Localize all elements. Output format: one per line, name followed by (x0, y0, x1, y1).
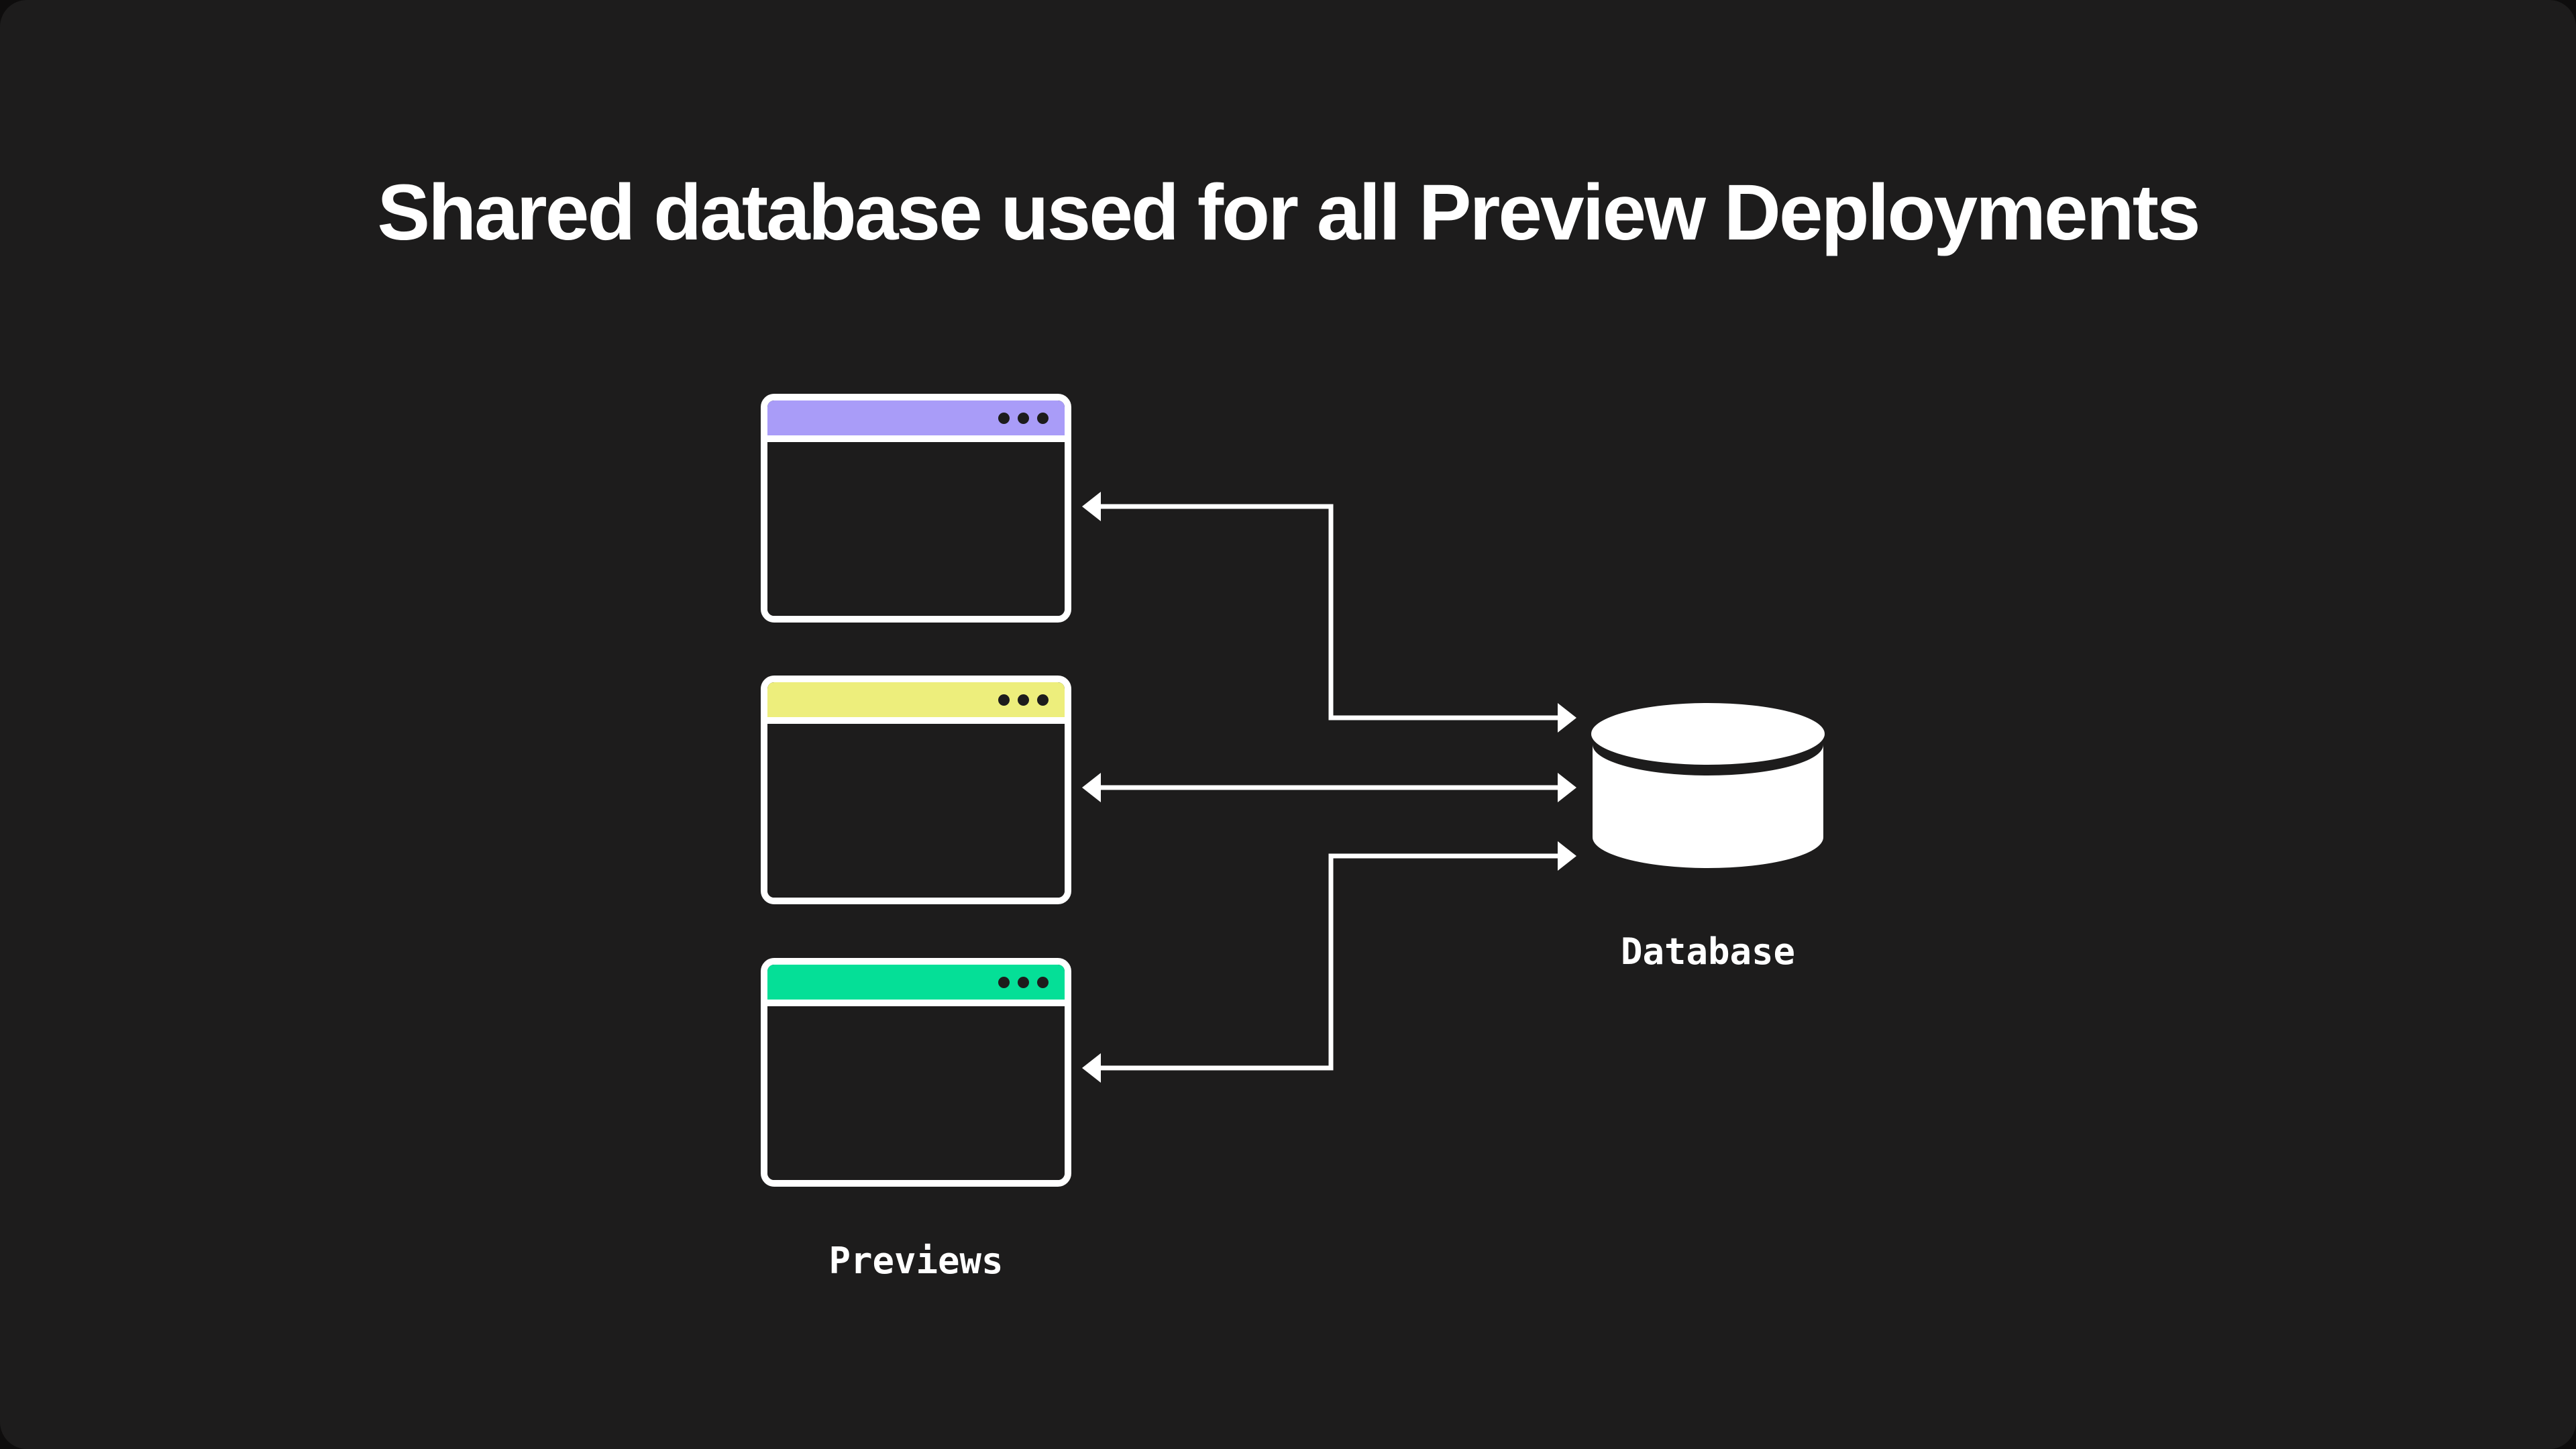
connector-line (1099, 853, 1560, 1071)
window-control-dot-icon (1037, 694, 1049, 706)
window-titlebar (767, 682, 1065, 724)
database-body (1593, 745, 1823, 868)
window-body (767, 442, 1065, 616)
arrowhead-right-icon (1558, 703, 1576, 733)
arrowhead-left-icon (1082, 1053, 1101, 1083)
window-control-dot-icon (1018, 412, 1029, 424)
connector-bottom (1082, 841, 1576, 1083)
database-top-ellipse (1591, 703, 1825, 765)
window-titlebar (767, 965, 1065, 1006)
arrowhead-left-icon (1082, 773, 1101, 802)
arrowhead-left-icon (1082, 492, 1101, 521)
arrowhead-right-icon (1558, 773, 1576, 802)
preview-window-3 (761, 958, 1071, 1187)
window-control-dot-icon (1037, 976, 1049, 988)
window-control-dot-icon (1018, 694, 1029, 706)
database-cylinder-icon (1591, 703, 1825, 868)
window-control-dot-icon (998, 694, 1010, 706)
window-body (767, 724, 1065, 898)
preview-window-1 (761, 394, 1071, 623)
page-title: Shared database used for all Preview Dep… (377, 168, 2200, 257)
window-control-dot-icon (998, 412, 1010, 424)
window-control-dot-icon (998, 976, 1010, 988)
database-label: Database (1620, 930, 1796, 973)
connector-middle (1082, 773, 1576, 802)
connector-line (1099, 504, 1560, 720)
preview-window-2 (761, 676, 1071, 904)
window-body (767, 1006, 1065, 1180)
connector-top (1082, 492, 1576, 733)
arrowhead-right-icon (1558, 841, 1576, 871)
window-control-dot-icon (1037, 412, 1049, 424)
window-control-dot-icon (1018, 976, 1029, 988)
previews-label: Previews (828, 1240, 1004, 1282)
window-titlebar (767, 400, 1065, 442)
